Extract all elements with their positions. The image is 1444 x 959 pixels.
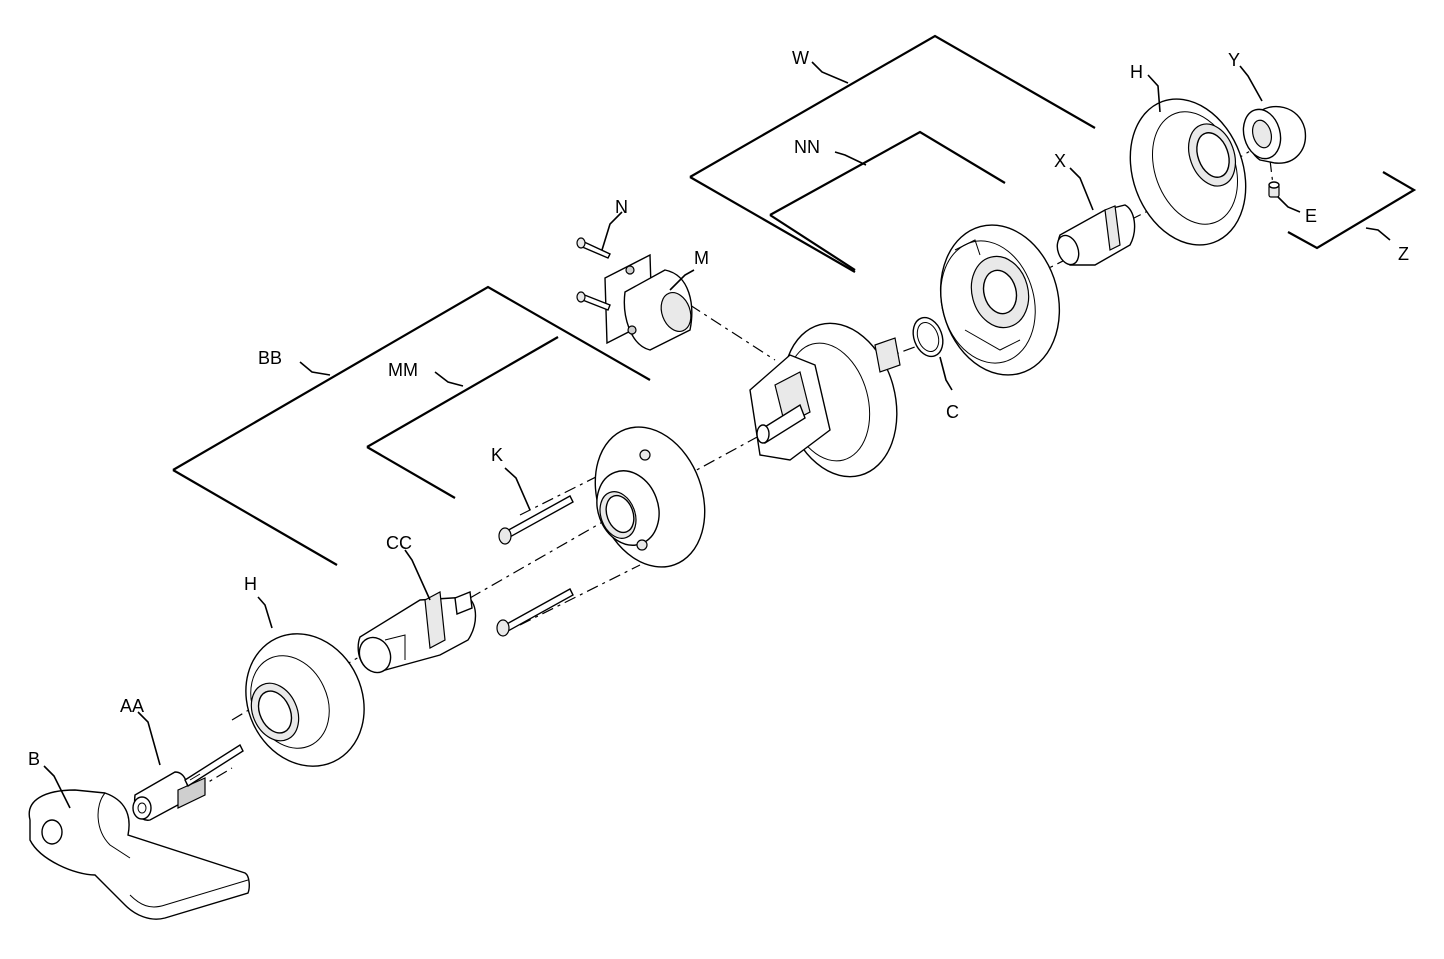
bracket-nn: [769, 130, 1006, 271]
label-w: W: [792, 48, 809, 68]
label-h-rear: H: [1130, 62, 1143, 82]
screw-k-lower: [496, 588, 574, 637]
rose-h-rear: [1129, 98, 1247, 246]
label-y: Y: [1228, 50, 1240, 70]
label-e: E: [1305, 206, 1317, 226]
bracket-bb: [172, 285, 651, 566]
label-cc: CC: [386, 533, 412, 553]
lock-chassis: [749, 322, 901, 478]
label-m: M: [694, 248, 709, 268]
label-mm: MM: [388, 360, 418, 380]
label-nn: NN: [794, 137, 820, 157]
label-z: Z: [1398, 244, 1409, 264]
collar-y: [1242, 105, 1307, 164]
screw-n-upper: [576, 237, 611, 259]
retaining-ring-c: [912, 316, 944, 358]
label-aa: AA: [120, 696, 144, 716]
label-n: N: [615, 197, 628, 217]
mounting-plate: [594, 426, 706, 568]
bracket-z: [1287, 171, 1417, 250]
label-h-front: H: [244, 574, 257, 594]
screw-n-lower: [576, 291, 611, 311]
drive-sleeve-x: [1056, 204, 1136, 266]
inside-mounting-plate: [939, 224, 1061, 376]
leader-lines: [43, 61, 1391, 809]
label-k: K: [491, 445, 503, 465]
drive-sleeve-cc: [357, 591, 477, 674]
latch-m: [604, 253, 693, 351]
label-b: B: [28, 749, 40, 769]
rose-h-front: [245, 633, 365, 767]
label-x: X: [1054, 151, 1066, 171]
labels: W NN H Y X E Z N M BB MM C K CC H AA B: [28, 48, 1409, 769]
bracket-mm: [366, 336, 559, 499]
bracket-w: [689, 34, 1096, 273]
set-screw-e: [1268, 181, 1280, 198]
lever-handle-b: [28, 789, 250, 920]
label-bb: BB: [258, 348, 282, 368]
cylinder-aa: [132, 743, 244, 821]
screw-k-upper: [498, 495, 574, 545]
label-c: C: [946, 402, 959, 422]
